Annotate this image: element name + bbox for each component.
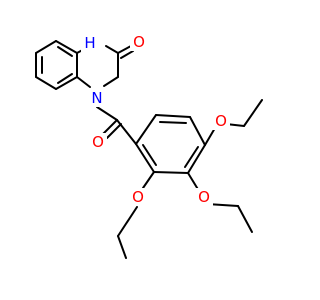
amide-nitrogen-label: N (91, 89, 102, 107)
ethoxy-oxygen-lower-label: O (132, 188, 144, 206)
molecule-structure-diagram: H O N O O O O (35, 33, 263, 259)
benzo-ring (35, 40, 78, 90)
ethoxy-groups (117, 99, 263, 259)
amide-linkage (96, 106, 137, 145)
piperazinone-ring (76, 45, 134, 88)
nh-label: H (84, 34, 95, 52)
atom-labels: H O N O O O O (81, 33, 230, 206)
lactam-oxygen-label: O (133, 33, 145, 51)
ethoxy-oxygen-mid-label: O (198, 188, 210, 206)
carbonyl-oxygen-label: O (92, 133, 104, 151)
ethoxy-oxygen-upper-label: O (215, 112, 227, 130)
aryl-ring (135, 114, 206, 174)
